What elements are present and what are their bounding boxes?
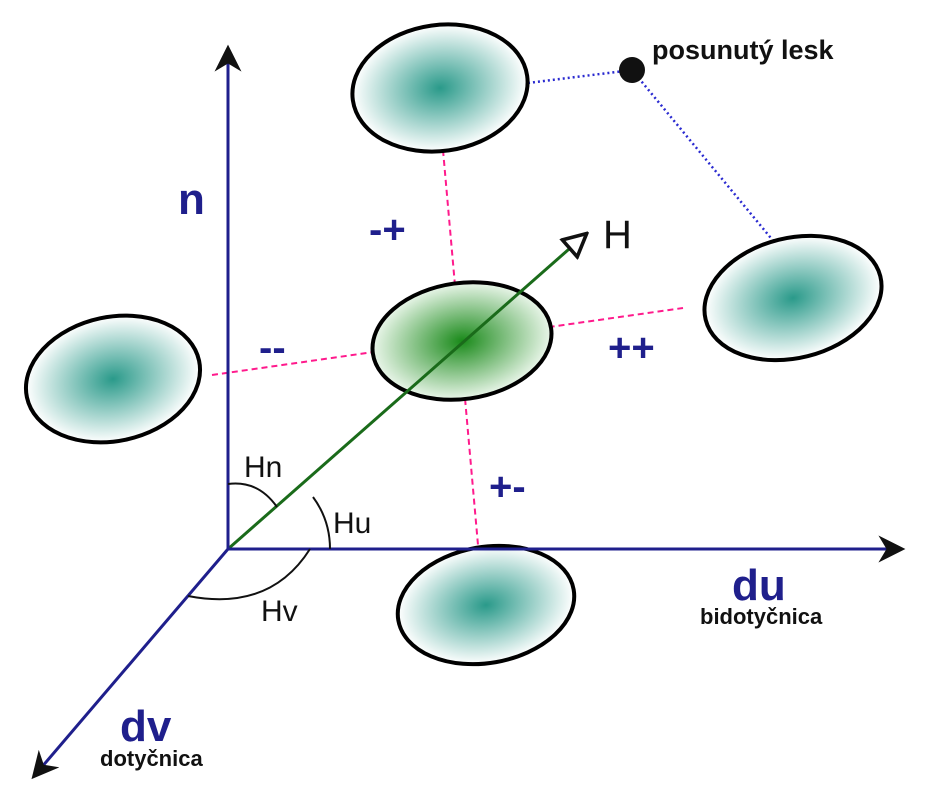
h-vector-label: H xyxy=(603,213,632,257)
axis-dv-label: dv xyxy=(120,702,172,751)
quadrant-mp-label: -+ xyxy=(369,208,406,252)
quadrant-pp-label: ++ xyxy=(608,326,655,370)
axis-du-label: du xyxy=(732,561,786,610)
lobe-center xyxy=(370,280,554,402)
axis-du-sublabel: bidotyčnica xyxy=(700,604,823,629)
quadrant-pm-label: +- xyxy=(489,465,526,509)
shifted-highlight-label: posunutý lesk xyxy=(652,35,835,65)
lobe-bottom xyxy=(395,543,577,667)
shifted-highlight-link xyxy=(527,68,776,244)
angle-arc-hn xyxy=(227,482,278,508)
angle-arc-hv xyxy=(187,548,311,601)
axis-dv-sublabel: dotyčnica xyxy=(100,746,203,771)
h-vector xyxy=(227,235,585,551)
lobe-top xyxy=(350,22,530,154)
guide-line-vertical xyxy=(442,149,479,546)
quadrant-mm-label: -- xyxy=(259,326,286,370)
lobe-right xyxy=(702,233,884,363)
shifted-highlight-point xyxy=(619,57,645,83)
axis-dv xyxy=(31,548,230,780)
axis-n-label: n xyxy=(178,175,205,224)
angle-hn-label: Hn xyxy=(244,451,282,484)
angle-hu-label: Hu xyxy=(333,507,371,540)
lobe-left xyxy=(23,313,203,445)
angle-hv-label: Hv xyxy=(261,595,298,628)
angle-arc-hu xyxy=(312,496,331,550)
